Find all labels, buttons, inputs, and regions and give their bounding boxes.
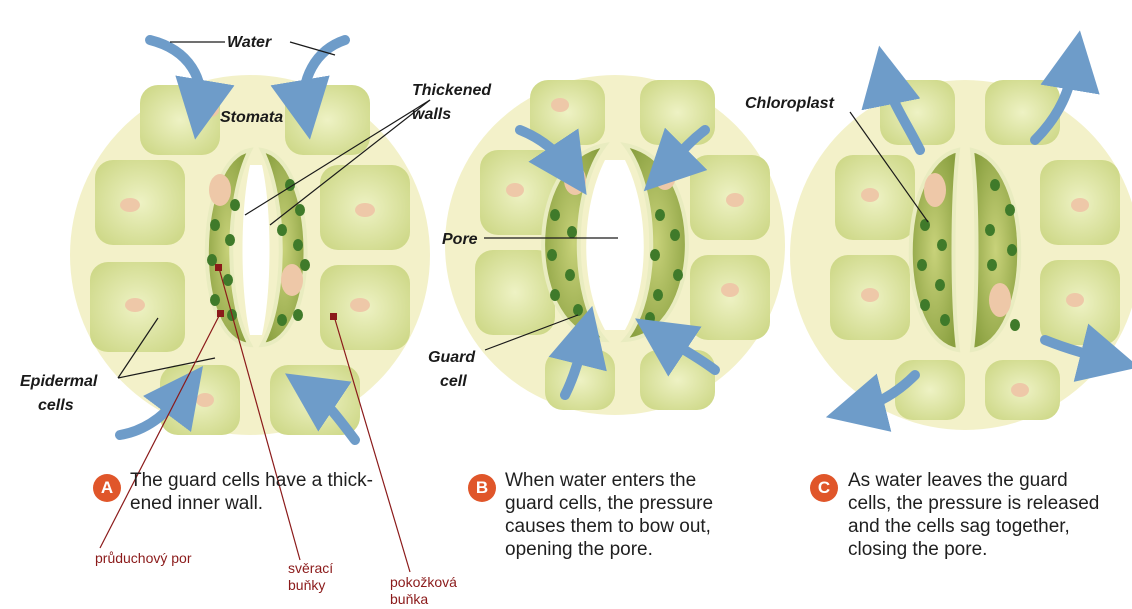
caption-b-line: guard cells, the pressure [505,492,795,515]
nucleus [125,298,145,312]
czech-label-epidermal-line: buňka [390,591,457,608]
czech-label-guard-cells-line: svěrací [288,560,333,577]
pore-a [243,165,270,335]
label-stomata: Stomata [220,109,283,126]
label-chloroplast: Chloroplast [745,95,835,112]
label-thickened-1: Thickened [412,82,492,99]
nucleus [350,298,370,312]
caption-b-line: opening the pore. [505,538,795,561]
nucleus [506,183,524,197]
marker-guard-cells [215,264,222,271]
epidermal-cell [140,85,220,155]
caption-b: When water enters the guard cells, the p… [505,469,795,561]
nucleus [726,193,744,207]
nucleus [1011,383,1029,397]
nucleus [1071,198,1089,212]
badge-b: B [468,474,496,502]
nucleus [924,173,946,207]
caption-c-line: As water leaves the guard [848,469,1132,492]
nucleus [1066,293,1084,307]
epidermal-cell [285,85,370,155]
caption-a-line: ened inner wall. [130,492,450,515]
czech-label-pore: průduchový por [95,550,192,567]
nucleus [355,203,375,217]
caption-c-line: cells, the pressure is released [848,492,1132,515]
nucleus [721,283,739,297]
epidermal-cell [690,255,770,340]
nucleus [989,283,1011,317]
nucleus [281,264,303,296]
panel-b-illustration: Pore Guard cell [428,75,785,415]
caption-b-line: When water enters the [505,469,795,492]
caption-c: As water leaves the guard cells, the pre… [848,469,1132,561]
nucleus [120,198,140,212]
label-epidermal-1: Epidermal [20,373,98,390]
label-guard-2: cell [440,373,467,390]
czech-label-guard-cells-line: buňky [288,577,333,594]
badge-a: A [93,474,121,502]
caption-a-line: The guard cells have a thick- [130,469,450,492]
marker-pore [217,310,224,317]
nucleus [861,188,879,202]
badge-c: C [810,474,838,502]
nucleus [196,393,214,407]
label-epidermal-2: cells [38,397,74,414]
epidermal-cell [985,80,1060,145]
panel-a-illustration: Water Stomata Thickened walls Epidermal … [20,34,492,440]
caption-c-line: and the cells sag together, [848,515,1132,538]
caption-b-line: causes them to bow out, [505,515,795,538]
label-thickened-2: walls [412,106,451,123]
epidermal-cell [95,160,185,245]
nucleus [209,174,231,206]
czech-label-epidermal-line: pokožková [390,574,457,591]
nucleus [551,98,569,112]
label-guard-1: Guard [428,349,476,366]
marker-epidermal [330,313,337,320]
czech-label-guard-cells: svěrací buňky [288,560,333,594]
panel-c-illustration: Chloroplast [745,60,1132,430]
caption-c-line: closing the pore. [848,538,1132,561]
label-pore: Pore [442,231,478,248]
caption-a: The guard cells have a thick- ened inner… [130,469,450,515]
nucleus [861,288,879,302]
label-water: Water [227,34,272,51]
czech-label-epidermal: pokožková buňka [390,574,457,608]
